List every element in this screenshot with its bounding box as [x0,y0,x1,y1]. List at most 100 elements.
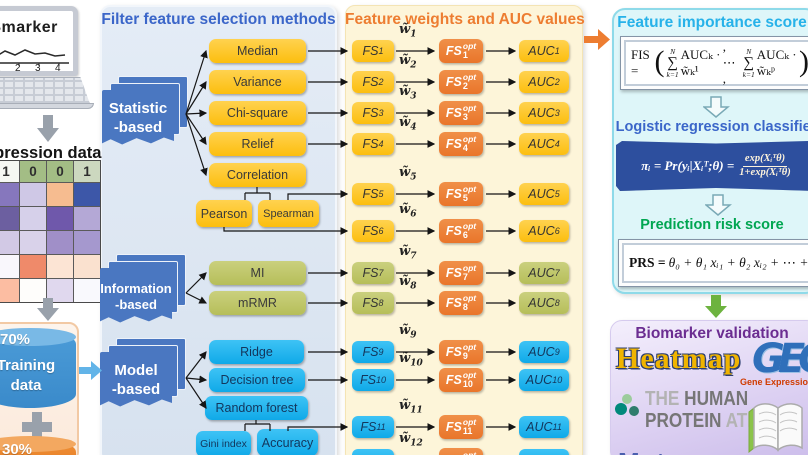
weight-label: w̃7 [399,244,417,262]
training-data-label: Training data [0,357,56,394]
auc-index: 1 [554,46,560,56]
method-pearson: Pearson [196,200,252,227]
w-symbol: w̃ [399,202,411,217]
matrix-header-cell: 0 [20,161,46,182]
matrix-header-cell: 1 [74,161,100,182]
w-symbol: w̃ [399,84,411,99]
heatmap-logo: Heatmap [616,342,742,375]
fs-label: FS [362,296,379,310]
fs-opt-sup: opt [462,263,477,274]
fs-opt-label: FS [445,75,462,89]
matrix-cell [0,279,19,302]
fs-opt-sup: opt [462,221,477,232]
method-chi-square: Chi-square [209,101,306,125]
auc-index: 7 [554,268,560,278]
fs-opt-label: FS [445,296,462,310]
fs-opt-sup: opt [462,293,477,304]
fs-opt-label: FS [445,137,462,151]
protein-atlas-logo: THE HUMAN PROTEIN ATLAS [645,388,782,432]
w-index: 6 [410,209,417,220]
fs-opt-label: FS [445,106,462,120]
hollow-down-arrow-icon [703,96,730,118]
weight-label: w̃12 [399,431,423,449]
fs-opt-label: FS [445,187,462,201]
tick-label: 2 [15,63,21,74]
geo-logo: GEO [752,336,808,382]
auc-index: 9 [554,347,560,357]
fs-index: 9 [378,347,384,357]
fs-opt-index: 9 [462,350,468,361]
w-index: 7 [410,251,417,262]
weight-label: w̃4 [399,115,416,133]
auc-label: AUC [526,420,553,434]
fs-label: FS [360,453,376,455]
w-index: 8 [410,281,417,292]
method-spearman: Spearman [258,200,319,227]
fis-lhs: FIS = [631,47,650,78]
w-index: 11 [410,405,423,416]
auc-index: 3 [554,108,560,118]
w-symbol: w̃ [399,165,411,180]
fs-opt-index: 1 [462,49,468,60]
w-index: 9 [410,330,417,341]
hpa-dots-icon [615,394,639,416]
down-arrow-icon [37,298,59,321]
prs-formula: PRS = θ₀ + θ₁ xᵢ₁ + θ₂ xᵢ₂ + ⋯ + θₚ xᵢₚ [618,239,808,287]
hollow-down-arrow-icon [705,194,732,216]
sum-symbol: N ∑ k=1 [742,47,755,79]
auc-label: AUC [528,106,555,120]
green-down-arrow-icon [705,295,727,318]
fis-formula: FIS = ( N ∑ k=1 AUCₖ · w̃ₖ¹ , ⋯ , N ∑ k=… [620,36,808,90]
laptop-keyboard [0,77,90,104]
right-arrow-icon [584,29,610,50]
sum-symbol: N ∑ k=1 [666,47,679,79]
test-percent: 30% [2,441,33,455]
auc-label: AUC [526,453,552,455]
fs-opt-label: FS [445,345,462,359]
fs-index: 11 [376,422,386,432]
fs-index: 5 [378,189,384,199]
fs-opt-label: FS [446,453,462,455]
w-index: 2 [410,60,417,71]
filter-panel-title: Filter feature selection methods [101,11,336,28]
matrix-cell [74,207,100,230]
fs-opt-index: 8 [462,301,468,312]
w-symbol: w̃ [399,115,411,130]
fs-opt-label: FS [445,44,462,58]
mini-line-chart [0,49,69,66]
tick-label: 4 [55,63,61,74]
model-based-stack: Model -based [100,338,188,412]
book-icon [748,403,803,454]
laptop-screen: FSmarker 1 2 3 4 [0,6,78,76]
fs-label: FS [360,373,376,387]
w-symbol: w̃ [399,398,411,413]
test-data-cylinder [0,436,76,455]
prs-rhs: θ₀ + θ₁ xᵢ₁ + θ₂ xᵢ₂ + ⋯ + θₚ xᵢₚ [668,255,808,270]
auc-label: AUC [528,187,555,201]
information-based-stack: Information -based [100,254,188,328]
fs-opt-box: FSopt12 [439,448,483,455]
weight-label: w̃5 [399,165,416,183]
fs-opt-label: FS [445,420,462,434]
matrix-cell [20,207,46,230]
